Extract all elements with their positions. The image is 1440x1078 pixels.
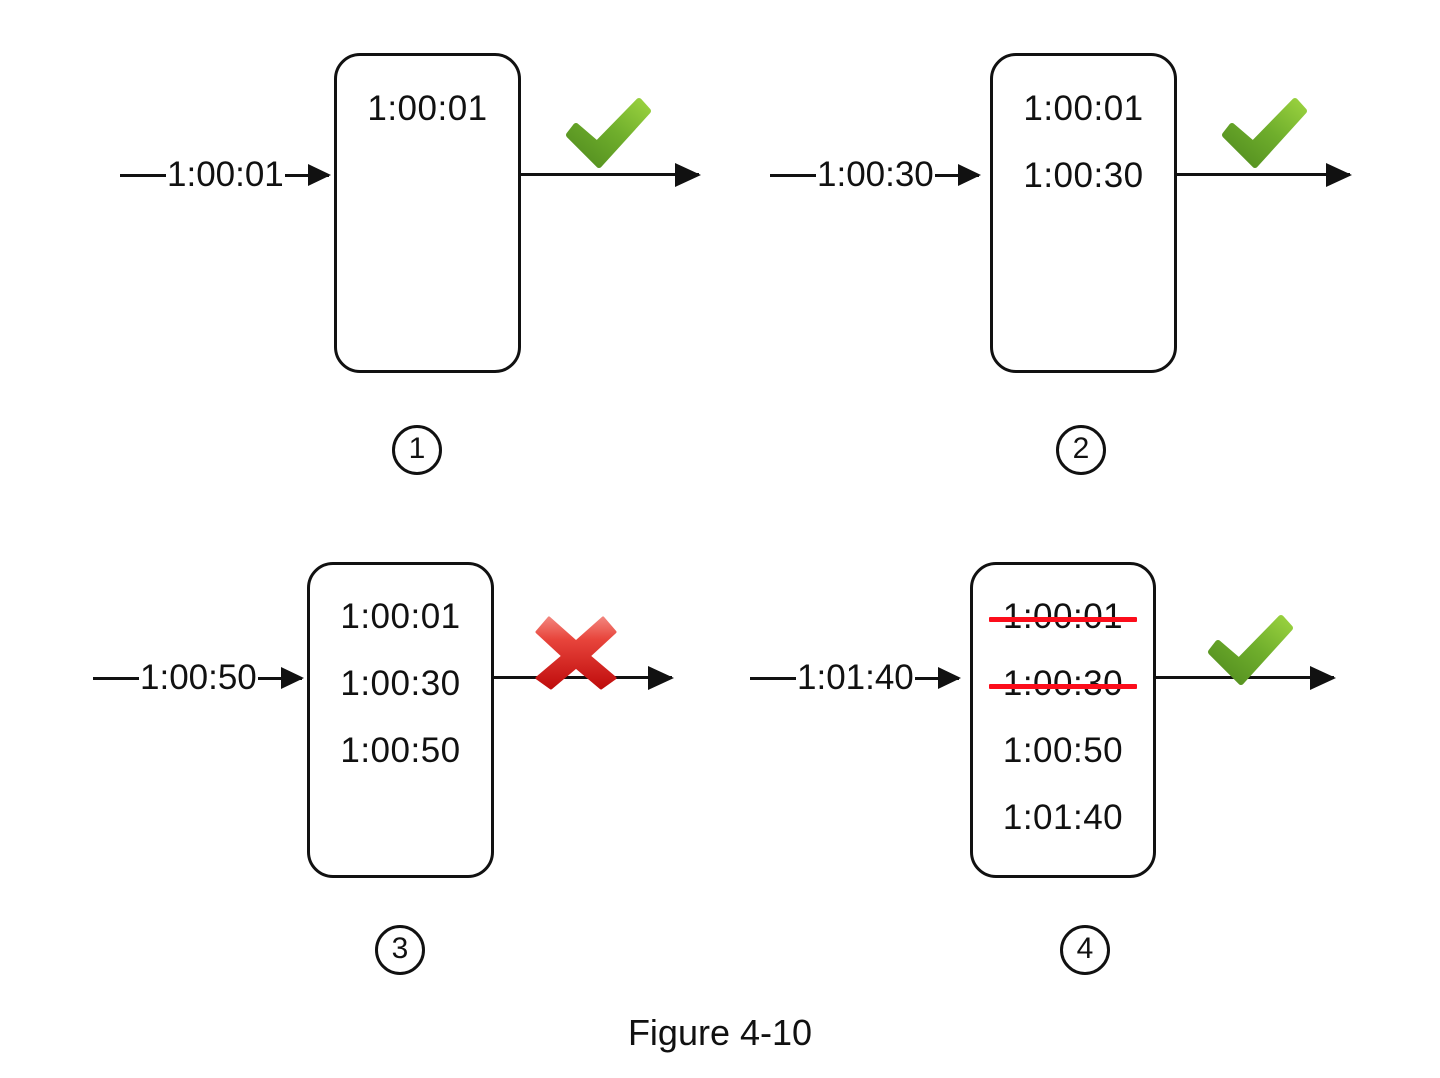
panel-2-output-arrow <box>1175 173 1350 176</box>
panel-1-badge: 1 <box>392 425 442 475</box>
panel-4-input-line: 1:01:40 <box>750 656 959 700</box>
queue-entry: 1:00:01 <box>367 89 488 128</box>
green-check-icon <box>562 95 654 173</box>
green-check-icon <box>1218 95 1310 173</box>
panel-4-input-label: 1:01:40 <box>797 658 914 697</box>
queue-entry: 1:00:50 <box>340 731 461 770</box>
panel-2-badge: 2 <box>1056 425 1106 475</box>
red-cross-icon <box>533 612 619 690</box>
panel-3-badge: 3 <box>375 925 425 975</box>
panel-2: 1:00:30 1:00:01 1:00:30 <box>720 0 1440 539</box>
panel-3-input-label: 1:00:50 <box>140 658 257 697</box>
green-check-icon <box>1204 612 1296 690</box>
queue-entry: 1:00:01 <box>1023 89 1144 128</box>
input-dash <box>120 173 166 177</box>
panel-3-input-line: 1:00:50 <box>93 656 302 700</box>
input-arrowhead-icon <box>284 173 329 177</box>
panel-3: 1:00:50 1:00:01 1:00:30 1:00:50 <box>0 539 720 1009</box>
panel-4-queue-box: 1:00:01 1:00:30 1:00:50 1:01:40 <box>970 562 1156 878</box>
figure-caption: Figure 4-10 <box>627 1012 813 1053</box>
panel-2-input-label: 1:00:30 <box>817 155 934 194</box>
queue-entry: 1:00:30 <box>1023 156 1144 195</box>
panel-1-input-line: 1:00:01 <box>120 153 329 197</box>
panel-4-badge: 4 <box>1060 925 1110 975</box>
queue-entry: 1:00:01 <box>340 597 461 636</box>
input-dash <box>750 676 796 680</box>
panel-3-output-arrow <box>492 676 672 679</box>
panel-2-queue-box: 1:00:01 1:00:30 <box>990 53 1177 373</box>
queue-entry-struck: 1:00:01 <box>973 597 1153 637</box>
queue-entry: 1:00:50 <box>1002 731 1124 770</box>
queue-entry: 1:00:30 <box>340 664 461 703</box>
panel-2-input-line: 1:00:30 <box>770 153 979 197</box>
panel-1: 1:00:01 1:00:01 1 <box>0 0 720 539</box>
input-arrowhead-icon <box>257 676 302 680</box>
panel-1-input-label: 1:00:01 <box>167 155 284 194</box>
queue-entry-struck: 1:00:30 <box>973 664 1153 704</box>
input-arrowhead-icon <box>934 173 979 177</box>
input-dash <box>770 173 816 177</box>
input-arrowhead-icon <box>914 676 959 680</box>
panel-1-output-arrow <box>519 173 699 176</box>
panel-1-queue-box: 1:00:01 <box>334 53 521 373</box>
panel-4: 1:01:40 1:00:01 1:00:30 1:00:50 1:01:40 <box>720 539 1440 1009</box>
panel-3-queue-box: 1:00:01 1:00:30 1:00:50 <box>307 562 494 878</box>
input-dash <box>93 676 139 680</box>
queue-entry: 1:01:40 <box>1002 798 1124 837</box>
